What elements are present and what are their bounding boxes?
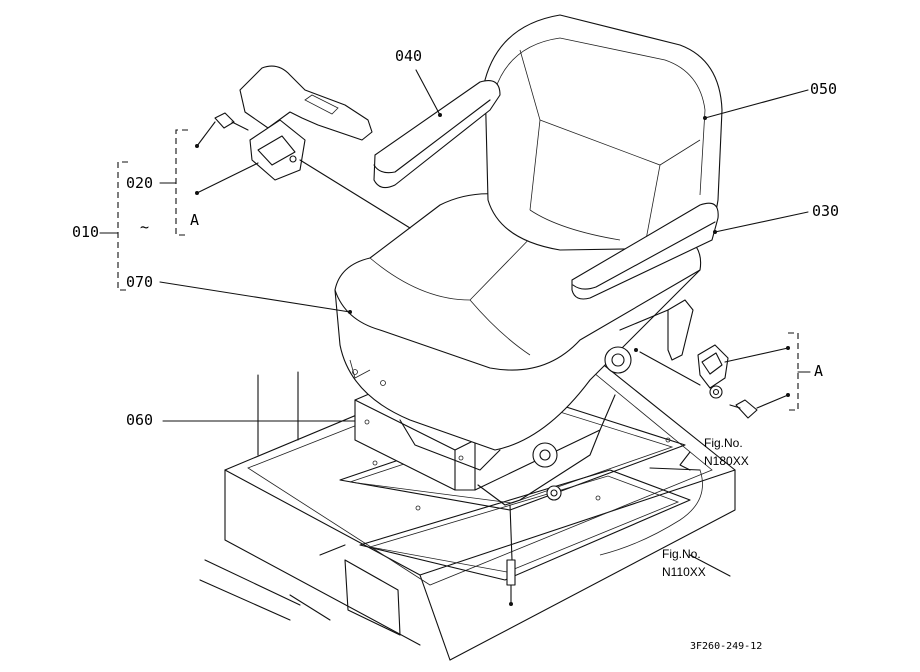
fig-ref-1-code: N180XX [704, 454, 749, 468]
range-mark: ~ [140, 218, 150, 236]
drawing-code: 3F260-249-12 [690, 641, 763, 652]
seat-belt [214, 65, 411, 229]
ref-label-a-left: A [190, 211, 200, 229]
ref-label-a-right: A [814, 362, 824, 380]
part-label-070: 070 [126, 273, 154, 291]
part-label-030: 030 [812, 202, 840, 220]
part-label-060: 060 [126, 411, 154, 429]
adjust-lever [532, 299, 694, 468]
armrest-right [571, 202, 719, 300]
right-buckle [634, 344, 758, 419]
fig-ref-1-title: Fig.No. [704, 436, 743, 450]
fig-ref-2-title: Fig.No. [662, 547, 701, 561]
part-label-010: 010 [72, 223, 100, 241]
part-label-020: 020 [126, 174, 154, 192]
seat-backrest [484, 14, 723, 251]
armrest-left [373, 80, 501, 189]
part-label-050: 050 [810, 80, 838, 98]
callout-lines [99, 69, 811, 577]
fig-ref-2-code: N110XX [662, 565, 706, 579]
part-label-040: 040 [395, 47, 423, 65]
